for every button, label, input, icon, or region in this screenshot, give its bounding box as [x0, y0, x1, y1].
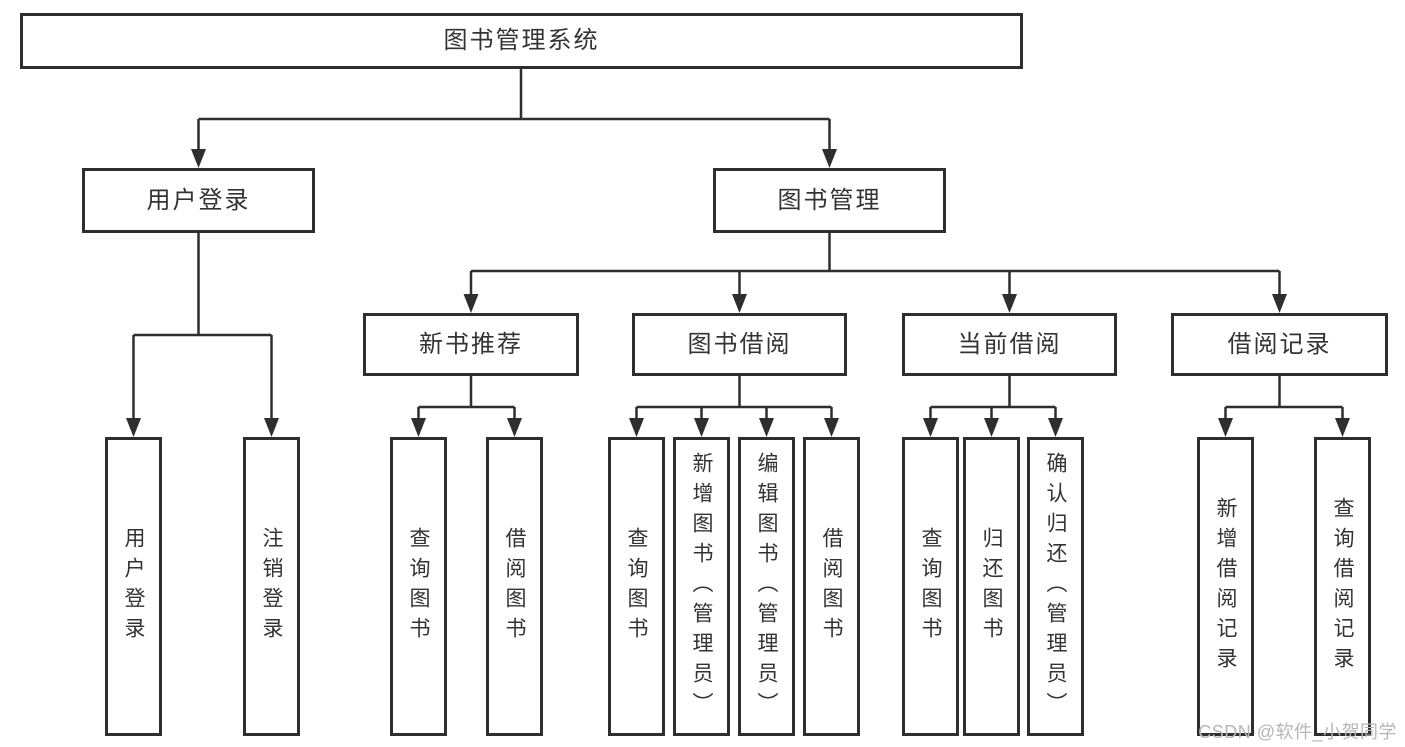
node-label: 确认归还（管理员） [1044, 451, 1067, 722]
node-label: 注销登录 [260, 526, 283, 647]
leaf-query-borrow-record: 查询借阅记录 [1314, 437, 1371, 736]
node-label: 图书借阅 [687, 330, 792, 358]
node-new-book-recommendation: 新书推荐 [363, 313, 579, 376]
node-user-login: 用户登录 [82, 168, 315, 233]
node-label: 查询图书 [407, 526, 430, 647]
node-book-borrowing: 图书借阅 [632, 313, 847, 376]
node-current-borrowing: 当前借阅 [902, 313, 1117, 376]
leaf-borrow-books-recommend: 借阅图书 [486, 437, 543, 736]
node-label: 图书管理 [777, 186, 882, 214]
leaf-query-books-recommend: 查询图书 [390, 437, 447, 736]
node-label: 查询图书 [919, 526, 942, 647]
node-label: 用户登录 [122, 526, 145, 647]
leaf-add-book-admin: 新增图书（管理员） [673, 437, 730, 736]
node-label: 查询借阅记录 [1331, 496, 1354, 677]
node-label: 借阅图书 [820, 526, 843, 647]
node-label: 图书管理系统 [443, 27, 600, 54]
node-label: 当前借阅 [957, 330, 1062, 358]
leaf-query-books-current: 查询图书 [902, 437, 959, 736]
node-label: 编辑图书（管理员） [755, 451, 778, 722]
node-label: 查询图书 [625, 526, 648, 647]
node-borrowing-records: 借阅记录 [1171, 313, 1388, 376]
connector-lines [132, 69, 1344, 422]
node-label: 新增图书（管理员） [690, 451, 713, 722]
leaf-return-book: 归还图书 [963, 437, 1020, 736]
leaf-add-borrow-record: 新增借阅记录 [1197, 437, 1254, 736]
node-book-management: 图书管理 [713, 168, 946, 233]
leaf-borrow-books: 借阅图书 [803, 437, 860, 736]
node-label: 借阅图书 [503, 526, 526, 647]
node-label: 新书推荐 [419, 330, 523, 358]
leaf-logout: 注销登录 [243, 437, 300, 736]
node-label: 新增借阅记录 [1214, 496, 1237, 677]
leaf-user-login: 用户登录 [105, 437, 162, 736]
csdn-watermark: CSDN @软件_小贺同学 [1198, 722, 1397, 742]
node-label: 用户登录 [146, 186, 251, 214]
node-label: 归还图书 [980, 526, 1003, 647]
leaf-confirm-return-admin: 确认归还（管理员） [1027, 437, 1084, 736]
leaf-edit-book-admin: 编辑图书（管理员） [738, 437, 795, 736]
node-label: 借阅记录 [1227, 330, 1332, 358]
leaf-query-books-borrow: 查询图书 [608, 437, 665, 736]
node-library-management-system: 图书管理系统 [20, 13, 1023, 69]
